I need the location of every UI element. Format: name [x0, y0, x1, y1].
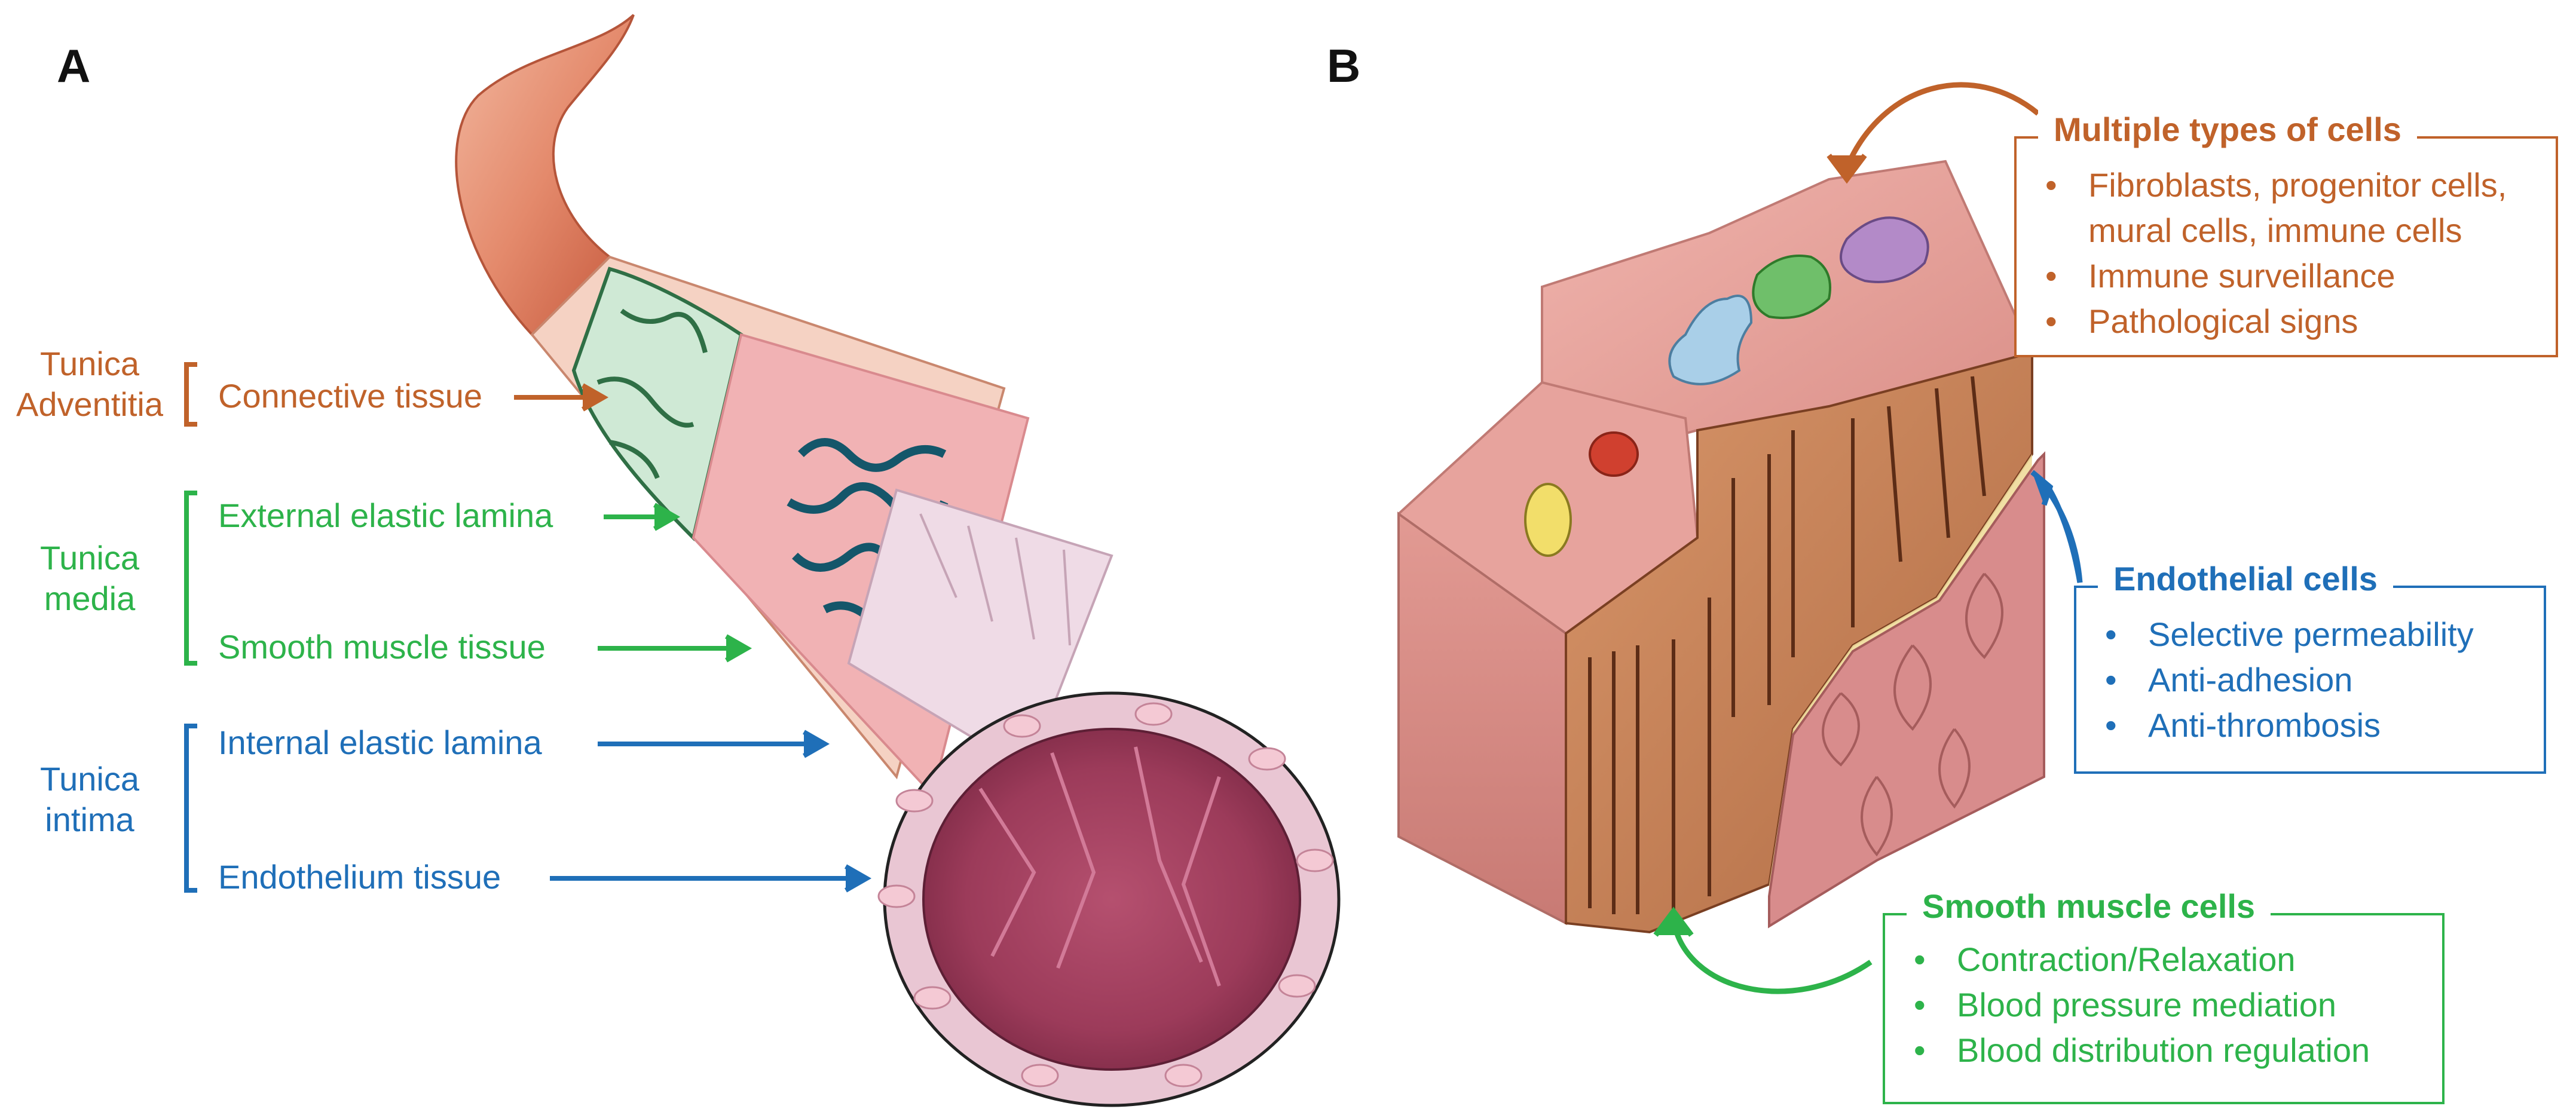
tunica-adventitia-label: Tunica Adventitia: [6, 344, 173, 425]
smooth-muscle-item-text: Blood pressure mediation: [1957, 986, 2337, 1024]
endothelial-item: • Anti-thrombosis: [2076, 703, 2544, 748]
cell-types-item: • Pathological signs: [2017, 299, 2556, 344]
cell-types-box: • Fibroblasts, progenitor cells, mural ce…: [2014, 136, 2558, 357]
smooth-muscle-item: • Contraction/Relaxation: [1885, 937, 2442, 982]
endothelial-item-text: Anti-adhesion: [2148, 661, 2353, 699]
bullet-dot: •: [2045, 166, 2057, 204]
endothelial-cells-box: • Selective permeability • Anti-adhesion •…: [2074, 586, 2546, 774]
endothelial-item: • Anti-adhesion: [2076, 657, 2544, 703]
endothelial-item-text: Anti-thrombosis: [2148, 706, 2381, 744]
endothelial-cells-title: Endothelial cells: [2098, 559, 2393, 598]
smooth-muscle-tissue-label: Smooth muscle tissue: [218, 628, 546, 666]
smooth-muscle-item-text: Blood distribution regulation: [1957, 1031, 2370, 1069]
panel-a-letter: A: [57, 39, 91, 92]
tunica-adventitia-line-2: Adventitia: [16, 385, 163, 423]
cell-types-item-text: Immune surveillance: [2088, 257, 2396, 295]
bullet-dot: •: [2105, 615, 2117, 653]
media-bracket: [184, 491, 197, 666]
bullet-dot: •: [2045, 257, 2057, 295]
tunica-intima-line-1: Tunica: [39, 760, 139, 798]
panel-b-letter: B: [1327, 39, 1361, 92]
endothelial-item: • Selective permeability: [2076, 612, 2544, 657]
smooth-muscle-item: • Blood pressure mediation: [1885, 982, 2442, 1028]
tissue-block-illustration: [1397, 160, 2045, 934]
tunica-adventitia-line-1: Tunica: [39, 345, 139, 382]
cell-types-item-text: mural cells, immune cells: [2088, 212, 2462, 249]
endothelium-tissue-label: Endothelium tissue: [218, 858, 501, 896]
smooth-muscle-cells-box: • Contraction/Relaxation • Blood pressure …: [1883, 913, 2445, 1104]
bullet-dot: •: [2105, 706, 2117, 744]
smooth-muscle-cells-title: Smooth muscle cells: [1907, 887, 2271, 926]
cell-types-item: • Immune surveillance: [2017, 253, 2556, 299]
panel-b-connectors: [1653, 82, 2083, 994]
panel-a-connectors: [184, 362, 872, 893]
cell-types-item-text: Pathological signs: [2088, 302, 2358, 340]
bullet-dot: •: [2045, 302, 2057, 340]
connective-tissue-label: Connective tissue: [218, 377, 483, 415]
endothelial-item-text: Selective permeability: [2148, 615, 2474, 653]
cell-types-item: • Fibroblasts, progenitor cells,: [2017, 163, 2556, 208]
smooth-muscle-item-text: Contraction/Relaxation: [1957, 941, 2296, 978]
bullet-dot: •: [1914, 941, 1926, 978]
tunica-intima-line-2: intima: [45, 801, 134, 838]
intima-bracket: [184, 724, 197, 893]
adventitia-bracket: [184, 362, 197, 427]
bullet-dot: •: [1914, 1031, 1926, 1069]
tunica-media-line-2: media: [44, 580, 136, 617]
cell-types-item: mural cells, immune cells: [2017, 208, 2556, 253]
bullet-dot: •: [2105, 661, 2117, 699]
tunica-intima-label: Tunica intima: [12, 759, 167, 840]
bullet-dot: •: [1914, 986, 1926, 1024]
tunica-media-label: Tunica media: [12, 538, 167, 619]
internal-elastic-lamina-label: Internal elastic lamina: [218, 724, 542, 761]
tunica-media-line-1: Tunica: [39, 539, 139, 577]
smooth-muscle-item: • Blood distribution regulation: [1885, 1028, 2442, 1073]
cell-types-title: Multiple types of cells: [2038, 110, 2417, 149]
cell-types-item-text: Fibroblasts, progenitor cells,: [2088, 166, 2507, 204]
blood-vessel-illustration: [455, 14, 1341, 1107]
external-elastic-lamina-label: External elastic lamina: [218, 497, 553, 534]
